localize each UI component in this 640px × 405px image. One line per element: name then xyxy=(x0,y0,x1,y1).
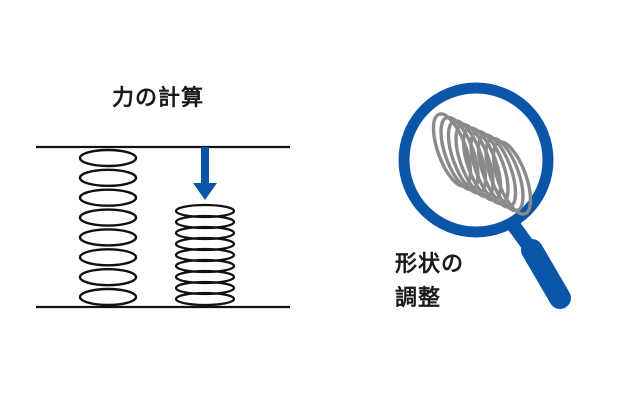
magnifying-glass-icon xyxy=(398,82,571,309)
spring-coil xyxy=(491,140,533,216)
spring-uncompressed-icon xyxy=(78,148,138,307)
spring-coil xyxy=(78,148,138,168)
spring-in-lens-icon xyxy=(431,112,533,216)
shape-adjustment-label-line1: 形状の xyxy=(395,252,465,277)
shape-adjustment-label-line2: 調整 xyxy=(395,286,442,311)
spring-coil xyxy=(78,287,138,307)
spring-coil xyxy=(78,267,138,287)
spring-coil xyxy=(78,228,138,247)
spring-coil xyxy=(174,291,236,307)
spring-coil xyxy=(78,188,138,207)
magnifier-handle xyxy=(521,239,571,309)
spring-coil xyxy=(78,208,138,227)
spring-compressed-icon xyxy=(174,203,236,307)
spring-coil xyxy=(78,248,138,267)
spring-coil xyxy=(78,168,138,188)
force-calculation-title: 力の計算 xyxy=(112,86,205,111)
down-arrow-icon xyxy=(193,147,217,200)
